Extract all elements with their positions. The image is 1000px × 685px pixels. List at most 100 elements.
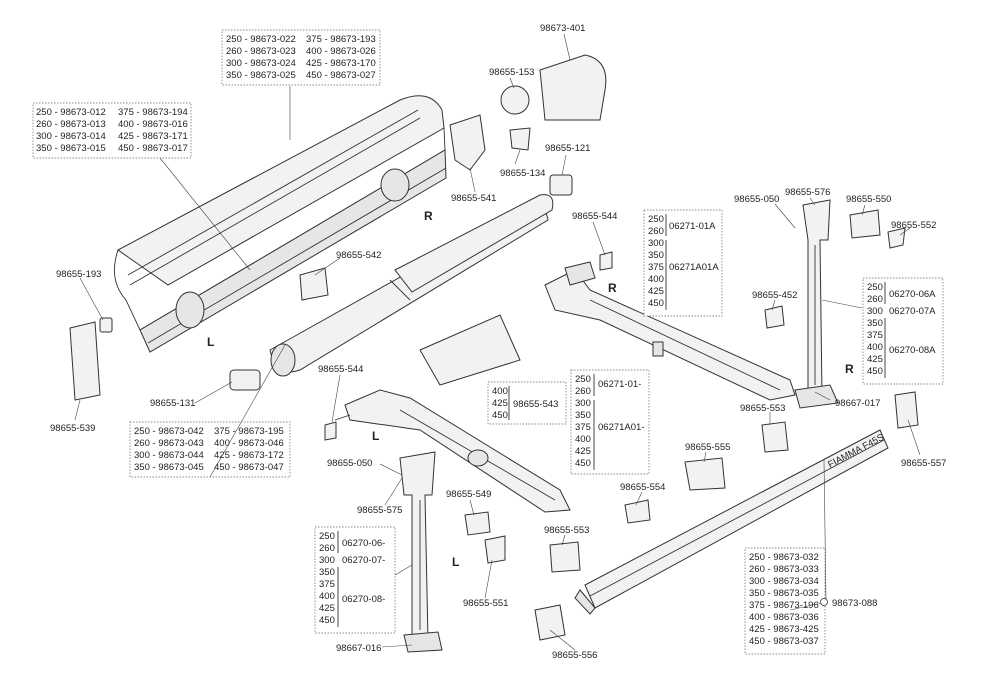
t-top-c1-1: 260 - 98673-023	[226, 46, 296, 57]
part-549	[464, 511, 491, 536]
label-98655-553-a: 98655-553	[740, 403, 785, 414]
t-bot-c2-3: 450 - 98673-047	[214, 462, 284, 473]
spring-small-l	[324, 421, 337, 441]
marker-l-arm: L	[372, 429, 379, 443]
tal-s7: 450	[575, 458, 591, 469]
part-452	[764, 305, 785, 329]
tar-s0: 250	[648, 214, 664, 225]
trl-4: 375 - 98673-196	[749, 600, 819, 611]
tlr-code-a: 06270-06A	[889, 289, 936, 300]
left-leg	[399, 451, 443, 653]
label-98655-553-b: 98655-553	[544, 525, 589, 536]
clamp-550	[849, 209, 881, 239]
label-98655-153: 98655-153	[489, 67, 534, 78]
tlr-s3: 350	[867, 318, 883, 329]
small-parts	[69, 54, 919, 641]
tlr-s5: 400	[867, 342, 883, 353]
tll-s0: 250	[319, 531, 335, 542]
label-98655-552: 98655-552	[891, 220, 936, 231]
tal-s1: 260	[575, 386, 591, 397]
table-leg-left: 250 260 300 350 375 400 425 450 06270-06…	[314, 526, 396, 634]
table-543: 400 425 450 98655-543	[487, 381, 567, 425]
part-551	[484, 535, 506, 564]
tar-s4: 375	[648, 262, 664, 273]
tll-s4: 375	[319, 579, 335, 590]
table-left: 250 - 98673-012 260 - 98673-013 300 - 98…	[32, 102, 192, 159]
tal-code-b: 06271A01-	[598, 422, 644, 433]
t-left-c2-2: 425 - 98673-171	[118, 131, 188, 142]
t543-s2: 450	[492, 410, 508, 421]
label-98655-554: 98655-554	[620, 482, 665, 493]
label-98655-542: 98655-542	[336, 250, 381, 261]
t-bot-c1-0: 250 - 98673-042	[134, 426, 204, 437]
tll-s5: 400	[319, 591, 335, 602]
t-left-c1-3: 350 - 98673-015	[36, 143, 106, 154]
awning-case	[113, 95, 447, 353]
label-98667-017: 98667-017	[835, 398, 880, 409]
label-98655-549: 98655-549	[446, 489, 491, 500]
tll-s1: 260	[319, 543, 335, 554]
t-bot-c2-0: 375 - 98673-195	[214, 426, 284, 437]
tlr-code-b: 06270-07A	[889, 306, 936, 317]
part-labels: 98673-401 98655-153 98655-134 98655-121 …	[50, 23, 946, 661]
tlr-s7: 450	[867, 366, 883, 377]
t-top-c2-2: 425 - 98673-170	[306, 58, 376, 69]
tal-s5: 400	[575, 434, 591, 445]
label-98667-016: 98667-016	[336, 643, 381, 654]
t543-code: 98655-543	[513, 399, 558, 410]
table-bottom: 250 - 98673-042 260 - 98673-043 300 - 98…	[129, 421, 291, 478]
label-98655-050-b: 98655-050	[327, 458, 372, 469]
bracket-543	[419, 314, 521, 386]
tar-s1: 260	[648, 226, 664, 237]
left-arm	[334, 389, 571, 513]
spring-left	[229, 369, 261, 391]
tar-s2: 300	[648, 238, 664, 249]
t-left-c2-1: 400 - 98673-016	[118, 119, 188, 130]
t-bot-c1-2: 300 - 98673-044	[134, 450, 204, 461]
trl-1: 260 - 98673-033	[749, 564, 819, 575]
tll-code-b: 06270-07-	[342, 555, 385, 566]
part-553b	[549, 541, 581, 573]
clip-542	[299, 267, 329, 301]
t-top-c1-2: 300 - 98673-024	[226, 58, 296, 69]
spindle-head	[500, 85, 530, 115]
leader-lines	[74, 33, 921, 651]
table-rail: 250 - 98673-032 260 - 98673-033 300 - 98…	[744, 547, 826, 655]
table-arm-right: 250 260 300 350 375 400 425 450 06271-01…	[643, 209, 723, 317]
t-left-c2-0: 375 - 98673-194	[118, 107, 188, 118]
spring-unit	[549, 174, 573, 196]
marker-r-leg: R	[845, 362, 854, 376]
tlr-s0: 250	[867, 282, 883, 293]
label-98655-134: 98655-134	[500, 168, 545, 179]
label-98655-452: 98655-452	[752, 290, 797, 301]
part-554	[624, 499, 651, 524]
tll-s3: 350	[319, 567, 335, 578]
label-98655-193: 98655-193	[56, 269, 101, 280]
label-98655-131: 98655-131	[150, 398, 195, 409]
trl-7: 450 - 98673-037	[749, 636, 819, 647]
tlr-s2: 300	[867, 306, 883, 317]
tal-s4: 375	[575, 422, 591, 433]
marker-r-top: R	[424, 209, 433, 223]
trl-0: 250 - 98673-032	[749, 552, 819, 563]
right-arm	[544, 261, 796, 401]
tar-code-a: 06271-01A	[669, 221, 716, 232]
end-cap-right	[539, 54, 607, 121]
part-557	[894, 391, 919, 429]
t543-s1: 425	[492, 398, 508, 409]
t-left-c1-2: 300 - 98673-014	[36, 131, 106, 142]
tar-s6: 425	[648, 286, 664, 297]
t-left-c2-3: 450 - 98673-017	[118, 143, 188, 154]
t-top-c1-3: 350 - 98673-025	[226, 70, 296, 81]
t-bot-c2-2: 425 - 98673-172	[214, 450, 284, 461]
label-98655-556: 98655-556	[552, 650, 597, 661]
marker-l-leg: L	[452, 555, 459, 569]
right-leg	[794, 199, 839, 409]
label-98655-541: 98655-541	[451, 193, 496, 204]
part-556	[534, 604, 566, 641]
tal-s6: 425	[575, 446, 591, 457]
label-98655-121: 98655-121	[545, 143, 590, 154]
end-cap-left	[69, 321, 101, 401]
lever-552	[887, 227, 906, 249]
tar-code-b: 06271A01A	[669, 262, 719, 273]
